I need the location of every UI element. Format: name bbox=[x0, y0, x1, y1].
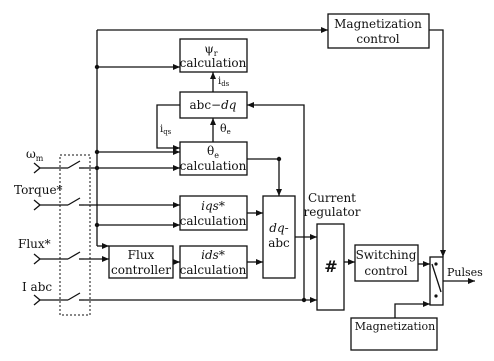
switching-control-line2: control bbox=[364, 264, 407, 278]
output-selector-switch bbox=[429, 256, 444, 306]
magnetization-control-line2: control bbox=[356, 32, 399, 46]
dq-abc-line2: abc bbox=[268, 236, 290, 250]
dq-abc-block bbox=[262, 195, 296, 279]
input-switches bbox=[67, 160, 84, 301]
psi-r-calculation-label: calculation bbox=[180, 56, 247, 70]
abc-dq-label: abc−dq bbox=[190, 98, 237, 112]
input-lines bbox=[40, 167, 68, 301]
current-regulator-line1: Current bbox=[308, 191, 356, 205]
magnetization-control-block bbox=[327, 13, 430, 49]
current-regulator-line2: regulator bbox=[303, 205, 360, 219]
omega-m-input-label: ωm bbox=[26, 147, 44, 163]
flux-controller-line1: Flux bbox=[128, 248, 155, 262]
switching-control-block bbox=[354, 244, 419, 282]
ids-calculation-line1: ids* bbox=[201, 248, 225, 262]
flux-controller-block bbox=[108, 245, 174, 279]
pulses-output-label: Pulses bbox=[447, 266, 483, 279]
ids-calculation-line2: calculation bbox=[180, 263, 247, 277]
theta-e-calculation-label: calculation bbox=[180, 159, 247, 173]
torque-input-label: Torque* bbox=[14, 183, 63, 197]
iqs-calculation-line1: iqs* bbox=[201, 199, 225, 213]
flux-input-label: Flux* bbox=[18, 237, 51, 251]
signal-wires bbox=[84, 27, 475, 318]
i-ds-signal-label: ids bbox=[218, 76, 230, 88]
magnetization-control-line1: Magnetization bbox=[334, 17, 422, 31]
switching-control-line1: Switching bbox=[356, 248, 417, 262]
current-regulator-block bbox=[316, 223, 345, 311]
switch-group-enclosure bbox=[59, 154, 91, 316]
junction-dots bbox=[94, 64, 307, 303]
i-abc-input-label: I abc bbox=[22, 280, 52, 294]
psi-r-symbol: ψr bbox=[204, 42, 217, 58]
dq-abc-line1: dq- bbox=[269, 221, 288, 235]
i-qs-signal-label: iqs bbox=[160, 124, 172, 136]
iqs-calculation-block bbox=[179, 195, 248, 231]
iqs-calculation-line2: calculation bbox=[180, 214, 247, 228]
psi-r-calculation-block bbox=[179, 38, 248, 73]
theta-e-symbol: θe bbox=[207, 144, 219, 160]
flux-controller-line2: controller bbox=[111, 263, 171, 277]
bottom-partial-block bbox=[350, 317, 438, 351]
theta-e-signal-label: θe bbox=[220, 122, 231, 136]
bottom-partial-block-label: Magnetization bbox=[355, 320, 435, 333]
hysteresis-symbol: # bbox=[324, 257, 337, 276]
